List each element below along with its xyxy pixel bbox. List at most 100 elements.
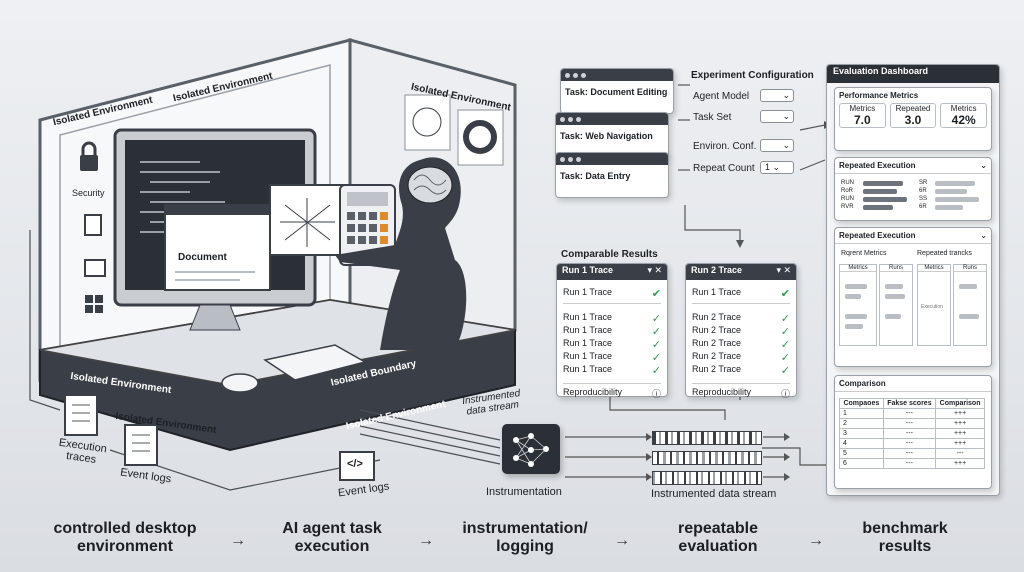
check-icon: ✓ [780, 352, 790, 364]
check-icon: ✓ [780, 313, 790, 325]
run-top-row: Run 1 Trace [563, 287, 613, 297]
trace-row: Run 2 Trace [692, 312, 742, 322]
repeated-exec-panel-2: Repeated Execution⌄ Rqrent Metrics Repea… [834, 227, 992, 367]
metric-value: 3.0 [904, 113, 922, 127]
repeat-count-label: Repeat Count [693, 163, 755, 174]
chevron-down-icon[interactable]: ⌄ [980, 231, 987, 240]
stage-label-4: repeatable evaluation [677, 520, 759, 555]
check-icon: ✓ [780, 365, 790, 377]
trace-row: Run 2 Trace [692, 338, 742, 348]
check-icon: ✓ [651, 352, 661, 364]
environment-scene [29, 38, 517, 491]
instrumented-stream-label: Instrumented data stream [651, 488, 777, 500]
check-icon: ✓ [651, 339, 661, 351]
trace-row: Run 1 Trace [563, 325, 613, 335]
run-top-row: Run 1 Trace [692, 287, 742, 297]
task-set-label: Task Set [693, 112, 732, 123]
run2-panel: Run 2 Trace ▾ ✕ Run 1 Trace ✔ Run 2 Trace ✓… [685, 263, 797, 399]
stage-label-5: benchmark results [862, 520, 948, 555]
trace-row: Run 1 Trace [563, 338, 613, 348]
task-card-back: Task: Document Editing [560, 68, 674, 114]
rep-row-label: RUN [841, 180, 854, 186]
sub-title-left: Rqrent Metrics [841, 250, 887, 257]
check-icon: ✓ [651, 326, 661, 338]
security-label: Security [72, 188, 105, 198]
comparable-results-title: Comparable Results [561, 249, 658, 260]
check-icon: ✓ [651, 365, 661, 377]
instrumentation-icon [502, 424, 560, 474]
info-icon[interactable]: ⓘ [651, 389, 661, 399]
arrow-right-icon: → [230, 532, 246, 549]
reproducibility-label: Reproducibility [563, 387, 623, 397]
repeat-count-stepper[interactable]: 1 ⌄ [760, 161, 794, 174]
tab-metrics[interactable]: Metrics [840, 265, 876, 272]
trace-row: Run 1 Trace [563, 364, 613, 374]
environ-conf-select[interactable]: ⌄ [760, 139, 794, 152]
trace-row: Run 2 Trace [692, 325, 742, 335]
dashboard-title: Evaluation Dashboard [827, 65, 999, 83]
rep-row-label: 6R [919, 204, 927, 210]
metric-value: 42% [951, 113, 976, 127]
sub-title-right: Repeated trancks [917, 250, 972, 257]
code-icon: </> [347, 458, 363, 470]
perf-metrics-panel: Performance Metrics Metrics 7.0 Repeated… [834, 87, 992, 151]
environ-conf-label: Environ. Conf. [693, 141, 757, 152]
table-row: 6---+++ [839, 458, 985, 469]
table-header: Fakse scores [882, 398, 937, 409]
task-label: Task: Web Navigation [560, 131, 653, 141]
stream-bar [652, 471, 762, 485]
table-row: 3---+++ [839, 428, 985, 439]
perf-metrics-title: Performance Metrics [839, 91, 919, 100]
reproducibility-label: Reproducibility [692, 387, 752, 397]
document-title: Document [178, 252, 227, 263]
chevron-down-icon[interactable]: ⌄ [980, 161, 987, 170]
check-icon: ✓ [651, 313, 661, 325]
stage-label-3: instrumentation/ logging [462, 520, 588, 555]
task-card-mid: Task: Web Navigation [555, 112, 669, 158]
close-icon[interactable]: ▾ ✕ [647, 265, 662, 275]
arrow-right-icon: → [614, 532, 630, 549]
stream-bar [652, 431, 762, 445]
info-icon[interactable]: ⓘ [780, 389, 790, 399]
agent-model-select[interactable]: ⌄ [760, 89, 794, 102]
stream-arrows [565, 433, 790, 481]
task-set-select[interactable]: ⌄ [760, 110, 794, 123]
stage-label-1: controlled desktop environment [53, 520, 197, 555]
tab-runs[interactable]: Runs [954, 265, 986, 272]
table-row: 5------ [839, 448, 985, 459]
repeated-exec-panel: Repeated Execution⌄ RUN RoR RUN RVR SR 6… [834, 157, 992, 221]
task-label: Task: Document Editing [565, 87, 668, 97]
table-header: Compaoes [839, 398, 884, 409]
arrow-right-icon: → [808, 532, 824, 549]
close-icon[interactable]: ▾ ✕ [776, 265, 791, 275]
table-row: 4---+++ [839, 438, 985, 449]
rep-row-label: RoR [841, 188, 854, 194]
agent-model-label: Agent Model [693, 91, 750, 102]
tab-runs[interactable]: Runs [880, 265, 912, 272]
metric-value: 7.0 [853, 113, 871, 127]
check-icon: ✓ [780, 326, 790, 338]
evaluation-dashboard: Evaluation Dashboard Performance Metrics… [826, 64, 1000, 496]
comparison-title: Comparison [835, 376, 991, 392]
table-header: Comparison [935, 398, 985, 409]
rep-row-label: RVR [841, 204, 854, 210]
tab-metrics[interactable]: Metrics [918, 265, 950, 272]
repeated-exec-title: Repeated Execution [839, 161, 916, 170]
trace-row: Run 2 Trace [692, 364, 742, 374]
execution-small-label: Execution [921, 304, 943, 310]
check-icon: ✓ [780, 339, 790, 351]
table-row: 1---+++ [839, 408, 985, 419]
trace-row: Run 1 Trace [563, 312, 613, 322]
check-icon: ✔ [780, 288, 790, 300]
run1-header: Run 1 Trace [562, 265, 614, 275]
rep-row-label: SR [919, 180, 928, 186]
task-card-front: Task: Data Entry [555, 152, 669, 198]
rep-row-label: SS [919, 196, 928, 202]
run2-header: Run 2 Trace [691, 265, 743, 275]
metric-label: Metrics [950, 104, 977, 113]
instrumentation-label: Instrumentation [486, 486, 562, 498]
table-row: 2---+++ [839, 418, 985, 429]
neural-net-icon [513, 433, 549, 467]
